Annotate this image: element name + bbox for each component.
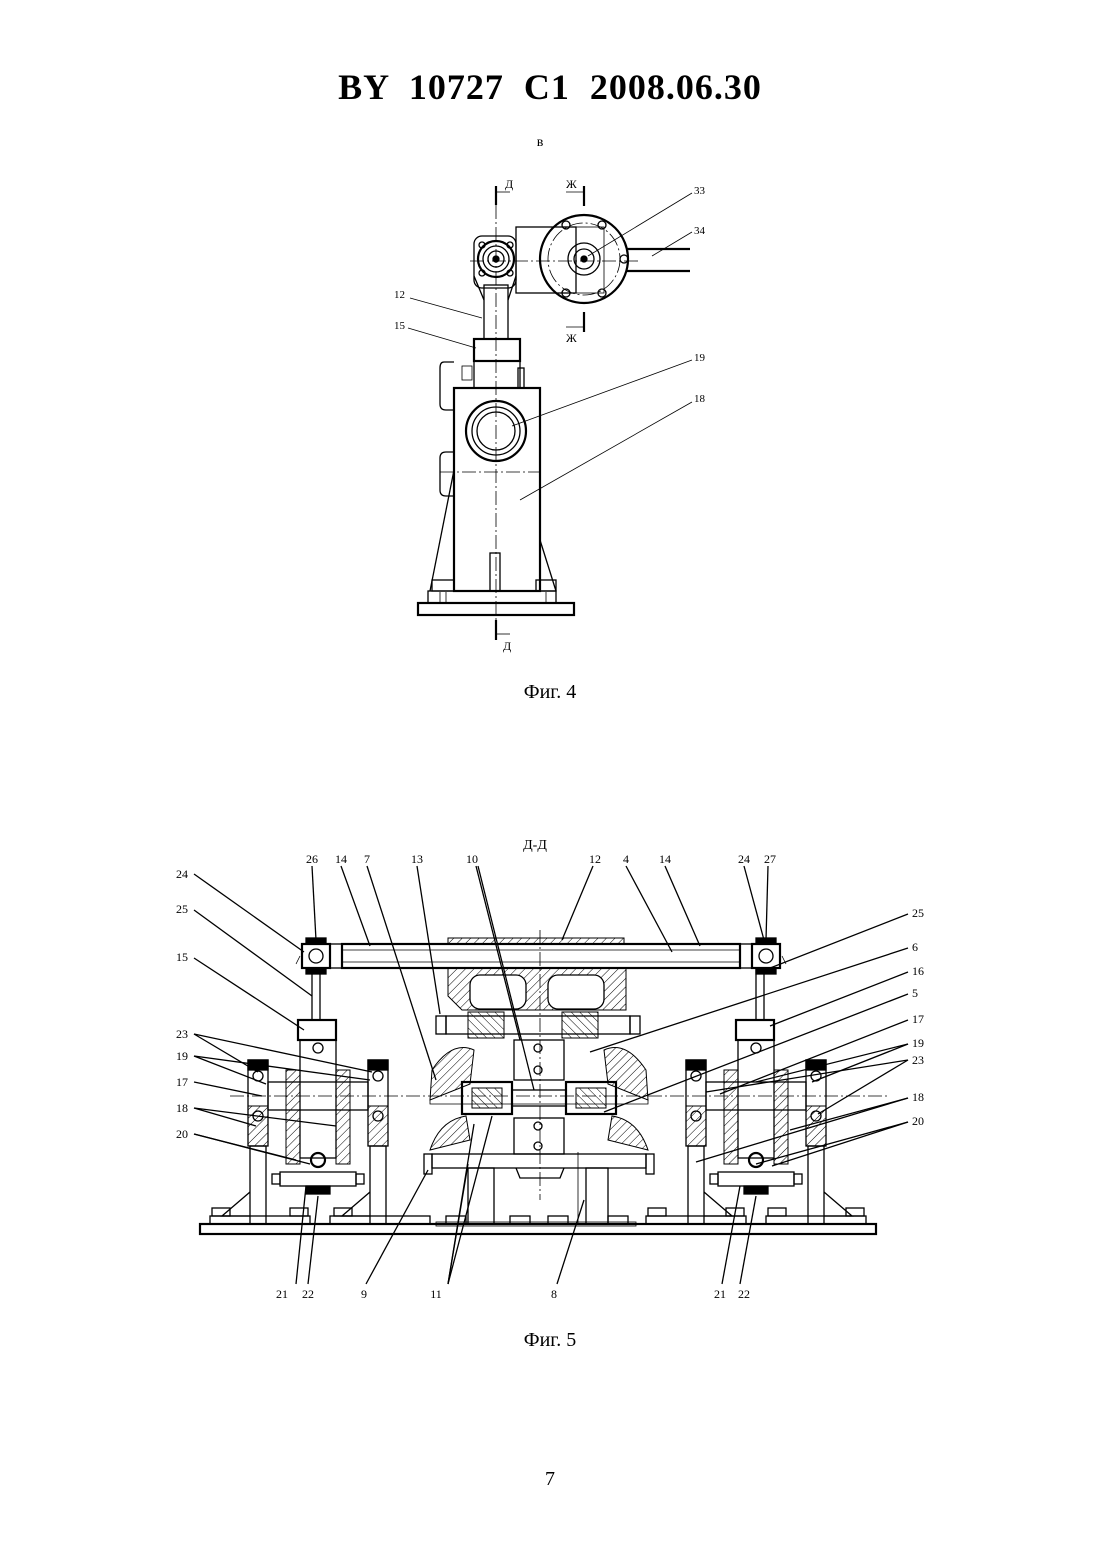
svg-text:Д: Д — [505, 177, 513, 191]
fig4-callout-19: 19 — [694, 352, 706, 364]
fig4-callout-18: 18 — [694, 393, 706, 405]
fig5-top-callout-14a: 14 — [335, 852, 347, 866]
fig5-left-callout-20: 20 — [176, 1127, 188, 1141]
fig4-callout-34: 34 — [694, 225, 706, 237]
fig5-top-callout-12: 12 — [589, 852, 601, 866]
fig5-bottom-callout-8: 8 — [551, 1287, 557, 1301]
fig4-callout-33: 33 — [694, 185, 706, 197]
fig5-bottom-callout-9: 9 — [361, 1287, 367, 1301]
fig5-top-callout-27: 27 — [764, 852, 776, 866]
fig5-right-callout-17: 17 — [912, 1012, 924, 1026]
fig5-right-callout-16: 16 — [912, 964, 924, 978]
figure-5-caption: Фиг. 5 — [450, 1329, 650, 1352]
fig4-callout-15: 15 — [394, 320, 406, 332]
fig5-top-callout-13: 13 — [411, 852, 423, 866]
fig5-top-callout-7: 7 — [364, 852, 370, 866]
fig5-top-callout-26: 26 — [306, 852, 318, 866]
fig4-section-mark-zh-bottom: Ж — [566, 312, 584, 345]
figure-5-drawing: Д-Д — [0, 820, 1100, 1320]
fig5-left-callout-24: 24 — [176, 867, 188, 881]
fig5-left-callout-25: 25 — [176, 902, 188, 916]
fig5-bottom-callout-21b: 21 — [714, 1287, 726, 1301]
fig4-callout-12: 12 — [394, 289, 405, 301]
svg-text:Д: Д — [503, 639, 511, 653]
figure-4-drawing: в Д Д Ж Ж — [0, 0, 1100, 680]
fig4-view-letter: в — [537, 135, 544, 150]
fig5-top-callout-4: 4 — [623, 852, 629, 866]
fig5-bottom-callout-11: 11 — [430, 1287, 442, 1301]
fig5-left-callout-19: 19 — [176, 1049, 188, 1063]
fig5-right-callout-23: 23 — [912, 1053, 924, 1067]
fig5-top-callout-24: 24 — [738, 852, 750, 866]
page-number: 7 — [500, 1468, 600, 1491]
fig5-right-callout-19: 19 — [912, 1036, 924, 1050]
fig5-section-title: Д-Д — [523, 838, 547, 853]
figure-4-caption: Фиг. 4 — [450, 681, 650, 704]
fig5-left-callout-15: 15 — [176, 950, 188, 964]
fig5-bottom-callout-22a: 22 — [302, 1287, 314, 1301]
svg-text:Ж: Ж — [566, 177, 577, 191]
fig5-left-callout-18: 18 — [176, 1101, 188, 1115]
fig5-top-callout-14b: 14 — [659, 852, 671, 866]
fig5-left-callout-17: 17 — [176, 1075, 188, 1089]
fig5-top-callout-10: 10 — [466, 852, 478, 866]
fig4-section-mark-d-top: Д — [496, 177, 513, 205]
fig5-bottom-callout-21a: 21 — [276, 1287, 288, 1301]
fig5-left-callout-23: 23 — [176, 1027, 188, 1041]
svg-text:Ж: Ж — [566, 331, 577, 345]
fig5-bottom-callout-22b: 22 — [738, 1287, 750, 1301]
fig4-section-mark-d-bottom: Д — [496, 620, 511, 653]
fig5-right-callout-25: 25 — [912, 906, 924, 920]
fig5-right-callout-18: 18 — [912, 1090, 924, 1104]
fig5-right-callout-6: 6 — [912, 940, 918, 954]
fig5-right-callout-20: 20 — [912, 1114, 924, 1128]
fig5-right-callout-5: 5 — [912, 986, 918, 1000]
fig4-section-mark-zh-top: Ж — [566, 177, 584, 206]
